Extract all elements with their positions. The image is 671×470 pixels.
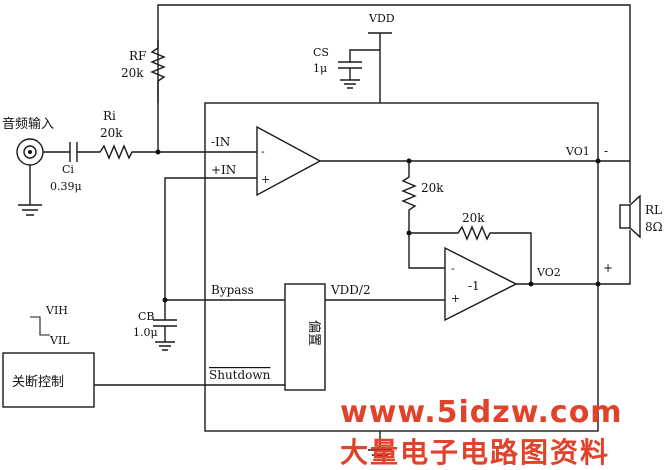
vdd-half-label: VDD/2 xyxy=(330,283,371,297)
rl-minus-sign: - xyxy=(604,144,608,158)
input-jack-inner xyxy=(23,145,37,159)
bias-block xyxy=(284,283,326,391)
rf-label: RF xyxy=(129,49,146,63)
vo1-label: VO1 xyxy=(565,145,590,158)
speaker-cone xyxy=(629,194,641,239)
speaker-body xyxy=(619,204,631,229)
node-vo2 xyxy=(528,281,534,287)
ci-label: Ci xyxy=(62,163,74,176)
pin-vo1-dot xyxy=(595,158,601,164)
cs-value: 1μ xyxy=(313,62,327,75)
cb-capacitor xyxy=(153,300,177,351)
pin-bypass: Bypass xyxy=(211,283,254,297)
vil-label: VIL xyxy=(49,334,70,347)
plus-in-wire xyxy=(164,177,285,301)
cs-capacitor xyxy=(338,49,380,89)
pin-shutdown: Shutdown xyxy=(209,368,271,382)
bias-block-label: 偏置 xyxy=(306,320,321,346)
pin-minus-in: -IN xyxy=(211,135,230,149)
ci-capacitor xyxy=(43,142,96,162)
amp2-minus-sign: - xyxy=(451,262,455,275)
ci-value: 0.39μ xyxy=(50,180,82,193)
vdd-rail xyxy=(368,32,392,103)
shutdown-control-label: 关断控制 xyxy=(12,375,64,390)
rf-value: 20k xyxy=(121,66,144,80)
ri-label: Ri xyxy=(103,109,116,123)
vo2-wire xyxy=(516,230,631,285)
cb-label: CB xyxy=(138,310,155,323)
amp1-plus-sign: + xyxy=(261,173,270,186)
pin-vo2-dot xyxy=(595,281,601,287)
shutdown-control-box xyxy=(2,352,95,408)
input-jack-pin xyxy=(28,150,32,154)
pin-plus-in: +IN xyxy=(211,163,236,177)
amp1-minus-sign: - xyxy=(261,145,265,158)
amp2-plus-sign: + xyxy=(451,292,460,305)
ri-value: 20k xyxy=(100,126,123,140)
ic-ground xyxy=(368,431,392,461)
vdd-top-label: VDD xyxy=(368,12,395,25)
watermark-cn: 大量电子电路图资料 xyxy=(340,436,610,469)
vo2-label: VO2 xyxy=(536,266,561,279)
rf-resistor xyxy=(150,40,166,150)
cs-label: CS xyxy=(313,46,329,59)
ri-resistor xyxy=(96,144,205,160)
logic-level-waveform xyxy=(30,316,50,336)
r-mid-resistor xyxy=(401,161,445,269)
vih-label: VIH xyxy=(45,304,68,317)
ic-package-outline xyxy=(204,102,599,432)
amplifier-2 xyxy=(444,246,518,322)
rl-label: RL xyxy=(645,203,662,217)
node-minus-in xyxy=(155,149,161,155)
amp2-gain: -1 xyxy=(468,279,480,293)
input-label: 音频输入 xyxy=(2,116,54,132)
amplifier-1 xyxy=(256,125,322,197)
watermark-url: www.5idzw.com xyxy=(340,395,623,430)
cb-value: 1.0μ xyxy=(133,326,158,339)
input-ground xyxy=(18,165,42,216)
rl-value: 8Ω xyxy=(645,220,663,234)
r-mid-value: 20k xyxy=(421,181,444,195)
r-fb-resistor xyxy=(409,225,532,283)
r-fb-value: 20k xyxy=(462,211,485,225)
rl-plus-sign: + xyxy=(603,261,613,275)
